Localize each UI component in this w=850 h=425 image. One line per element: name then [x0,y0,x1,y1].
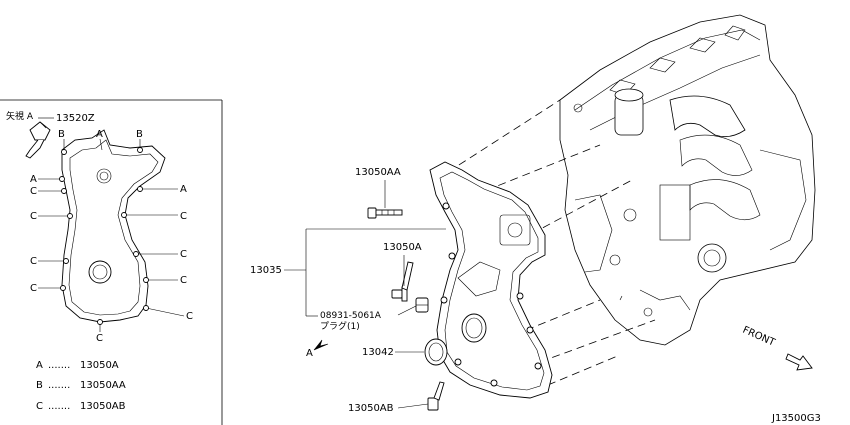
marker-c-9: C [96,333,103,344]
part-number-13520z: 13520Z [56,113,95,124]
marker-c-7: C [30,283,37,294]
legend-code-c: C [36,401,43,412]
bolt-13050ab [427,381,445,411]
engine-block-drawing [559,14,816,346]
legend-part-b: 13050AA [80,380,126,391]
cover-outline-inset [61,129,166,323]
inset-view-panel: 矢視 A 13520Z B A B A C A C [0,99,223,425]
bolt-13050a [391,261,414,302]
oil-seal-13042 [424,338,448,366]
bolt-holes-inset [59,147,149,325]
front-indicator: FRONT [741,325,813,371]
marker-c-3: C [180,211,187,222]
marker-a-2: A [30,174,37,185]
legend-dots-c: ....... [48,401,70,412]
front-arrow-icon [785,353,813,371]
callout-13050ab: 13050AB [348,403,394,414]
callouts: 13050AA 13050A 13035 08931-5061A プラグ(1) … [250,167,446,414]
marker-c-4: C [180,249,187,260]
callout-13035: 13035 [250,265,282,276]
callout-view-a: A [306,348,313,359]
front-label: FRONT [741,325,777,349]
diagram-code: J13500G3 [771,413,821,424]
callout-13050aa: 13050AA [355,167,401,178]
legend-part-a: 13050A [80,360,119,371]
legend-dots-b: ....... [48,380,70,391]
marker-c-2: C [30,211,37,222]
bolt-legend: A ....... 13050A B ....... 13050AA C ...… [36,360,126,412]
legend-code-a: A [36,360,43,371]
callout-13050a: 13050A [383,242,422,253]
timing-cover-part [429,161,553,399]
marker-c-6: C [180,275,187,286]
arrow-view-label: 矢視 A [6,110,34,122]
callout-plug-desc: プラグ(1) [320,320,360,332]
plug-08931-5061a [415,297,429,313]
marker-b-1: B [58,129,65,140]
legend-dots-a: ....... [48,360,70,371]
marker-c-5: C [30,256,37,267]
bolt-13050aa [367,207,403,219]
legend-code-b: B [36,380,43,391]
sensor-part-drawing [25,121,51,159]
callout-13042: 13042 [362,347,394,358]
view-a-arrow-icon [313,339,329,351]
marker-a-3: A [180,184,187,195]
marker-b-2: B [136,129,143,140]
marker-a-1: A [96,129,103,140]
marker-c-8: C [186,311,193,322]
callout-08931-5061a: 08931-5061A [320,311,382,321]
marker-c-1: C [30,186,37,197]
legend-part-c: 13050AB [80,401,126,412]
